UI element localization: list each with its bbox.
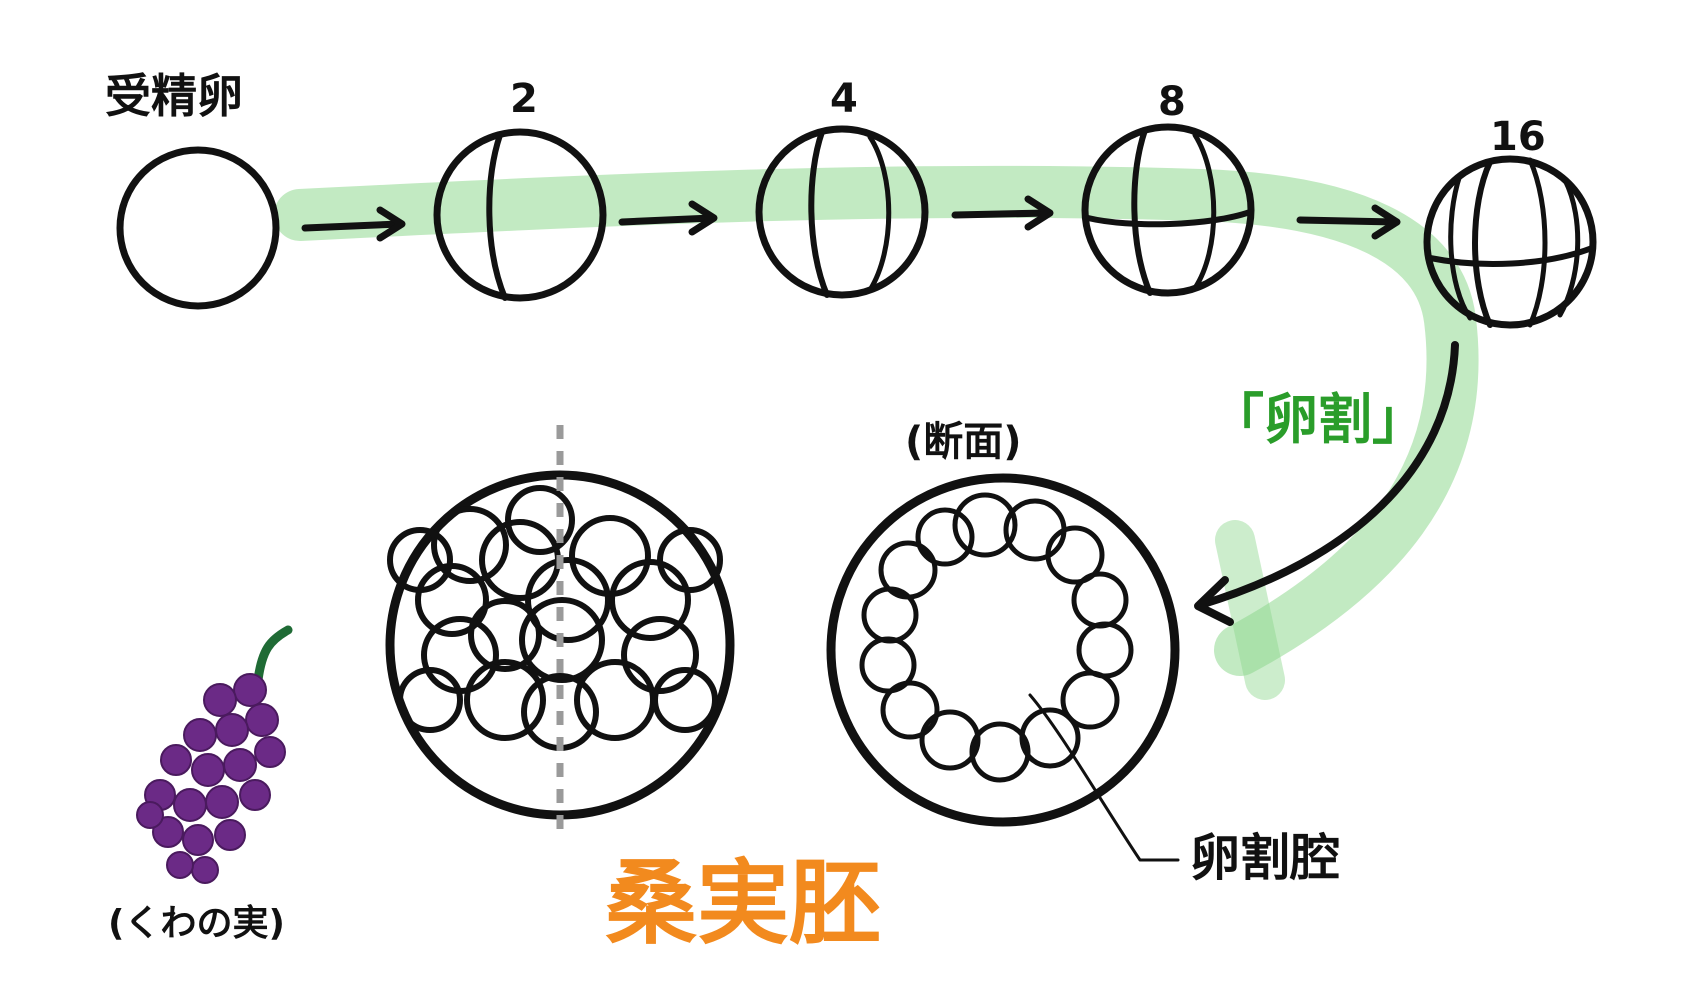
- label-stage-16: 16: [1490, 114, 1546, 160]
- morula-cells: [387, 485, 723, 751]
- label-stage-8: 8: [1158, 79, 1186, 125]
- mulberry-icon: [136, 625, 293, 884]
- cavity-pointer-line: [1028, 693, 1180, 862]
- label-cross-section: (断面): [905, 419, 1022, 465]
- label-stage-4: 4: [830, 76, 858, 122]
- arrow-1: [301, 206, 406, 242]
- eight-cell-stage: [1081, 123, 1255, 297]
- morula-cross-section: [826, 473, 1180, 862]
- label-mulberry: (くわの実): [108, 903, 285, 944]
- label-morula: 桑実胚: [605, 850, 881, 957]
- two-cell-stage: [433, 128, 607, 302]
- arrow-2: [618, 200, 718, 236]
- highlighter-band: [274, 165, 1479, 700]
- cell-ring: [859, 492, 1134, 783]
- label-fertilized-egg: 受精卵: [105, 69, 243, 123]
- curved-arrow-cleavage: [1194, 341, 1459, 626]
- arrow-4: [1296, 204, 1401, 240]
- sixteen-cell-stage: [1423, 155, 1597, 329]
- label-stage-2: 2: [510, 76, 538, 122]
- arrow-3: [951, 195, 1054, 231]
- morula-exterior: [385, 425, 735, 840]
- fertilized-egg-cell: [116, 146, 280, 310]
- label-cleavage: 「卵割」: [1210, 388, 1426, 451]
- label-cleavage-cavity: 卵割腔: [1190, 829, 1340, 887]
- four-cell-stage: [755, 125, 929, 299]
